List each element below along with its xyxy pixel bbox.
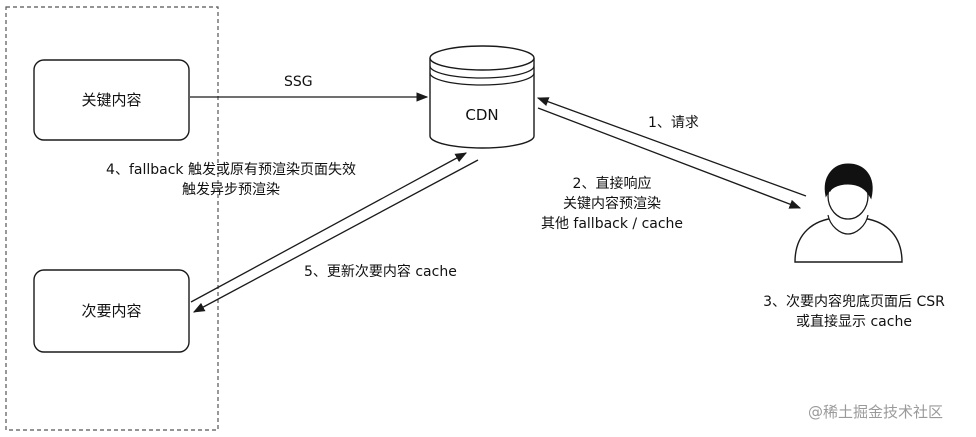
update-cache-arrow xyxy=(192,159,479,313)
request-label: 1、请求 xyxy=(648,115,699,131)
response-arrow xyxy=(537,107,802,209)
response-label-line1: 2、直接响应 xyxy=(572,176,652,192)
secondary-content-box xyxy=(33,269,190,353)
key-content-box xyxy=(33,59,190,141)
update-cache-label: 5、更新次要内容 cache xyxy=(304,264,457,280)
ssg-label: SSG xyxy=(284,74,313,90)
response-label-line2: 关键内容预渲染 xyxy=(563,196,661,212)
cdn-label: CDN xyxy=(465,106,499,124)
request-arrow xyxy=(536,97,807,197)
cdn-database-icon xyxy=(429,45,535,149)
csr-label-line1: 3、次要内容兜底页面后 CSR xyxy=(763,294,945,310)
server-group-dashed-frame xyxy=(5,6,219,431)
fallback-label-line2: 触发异步预渲染 xyxy=(182,182,280,198)
response-label-line3: 其他 fallback / cache xyxy=(540,216,684,232)
secondary-content-label: 次要内容 xyxy=(81,302,142,320)
key-content-label: 关键内容 xyxy=(81,91,142,109)
csr-label-line2: 或直接显示 cache xyxy=(796,314,912,330)
fallback-trigger-arrow xyxy=(190,152,468,303)
watermark: @稀土掘金技术社区 xyxy=(808,403,944,421)
fallback-label-line1: 4、fallback 触发或原有预渲染页面失效 xyxy=(106,162,356,178)
user-person-icon xyxy=(794,163,903,263)
